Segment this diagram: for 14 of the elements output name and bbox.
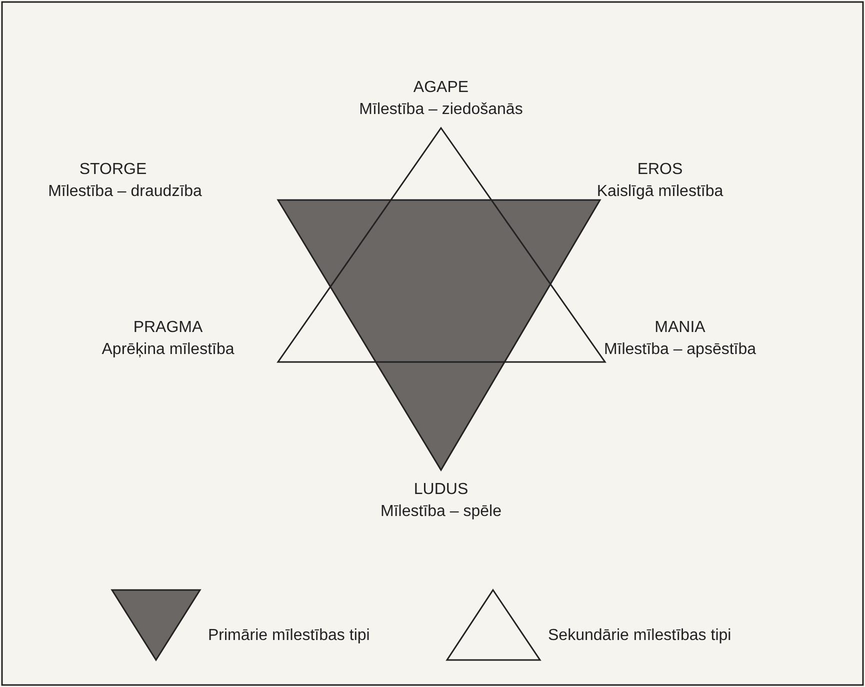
love-type-name: STORGE [79,160,147,180]
love-type-name: PRAGMA [133,318,203,338]
love-type-name: MANIA [654,318,706,338]
love-type-name: EROS [637,160,683,180]
love-type-description: Kaislīgā mīlestība [596,182,724,202]
love-type-description: Mīlestība – ziedošanās [359,100,523,120]
love-type-name: LUDUS [414,480,468,500]
love-type-description: Mīlestība – draudzība [48,182,202,202]
love-type-description: Mīlestība – spēle [380,502,502,522]
legend-label: Primārie mīlestības tipi [208,626,370,646]
legend-label: Sekundārie mīlestības tipi [548,626,732,646]
love-type-name: AGAPE [413,78,469,98]
love-type-description: Aprēķina mīlestība [102,340,234,360]
love-type-description: Mīlestība – apsēstība [604,340,756,360]
